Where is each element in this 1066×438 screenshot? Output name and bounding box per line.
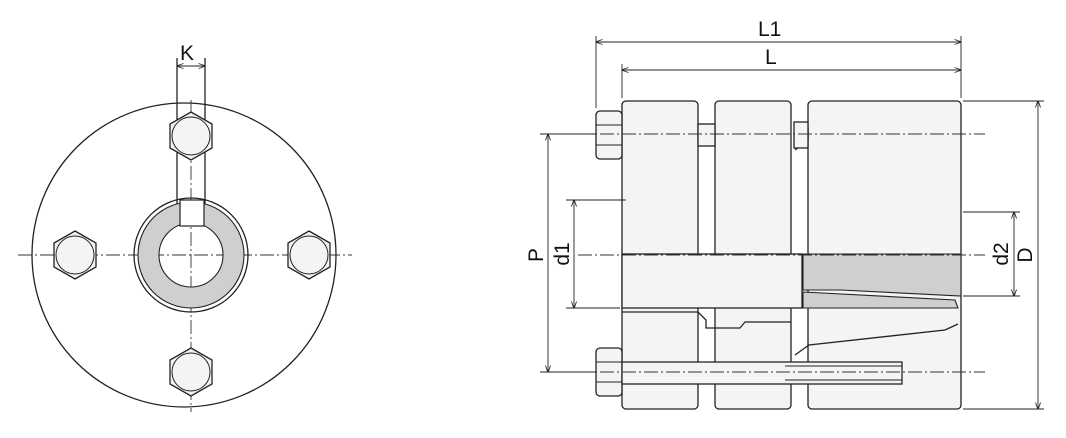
right-taper-section (802, 291, 959, 309)
side-bolt-head-top (595, 110, 623, 160)
side-view: L1 L P d1 d2 D (525, 18, 1044, 409)
side-bolt-shank-bottom (621, 361, 903, 385)
front-view: K (18, 42, 352, 412)
label-L: L (765, 46, 777, 69)
label-D: D (1014, 247, 1037, 262)
hub-ring-section (137, 201, 245, 309)
label-K: K (180, 42, 194, 65)
right-bore-section (802, 253, 962, 297)
label-P: P (525, 248, 548, 262)
side-bolt-shank-top (697, 123, 716, 147)
bolt-left (53, 230, 97, 280)
side-bolt-thread-top (793, 121, 809, 149)
bolt-right (287, 230, 331, 280)
bolt-bottom (169, 347, 213, 397)
keyway (179, 199, 205, 227)
left-taper (622, 311, 791, 329)
label-d2: d2 (990, 242, 1013, 265)
hub-outer-circle (133, 197, 249, 313)
bolt-top (169, 111, 213, 161)
label-d1: d1 (551, 242, 574, 265)
left-bore (621, 253, 803, 309)
label-L1: L1 (758, 18, 781, 41)
right-lower-taper (794, 323, 959, 356)
